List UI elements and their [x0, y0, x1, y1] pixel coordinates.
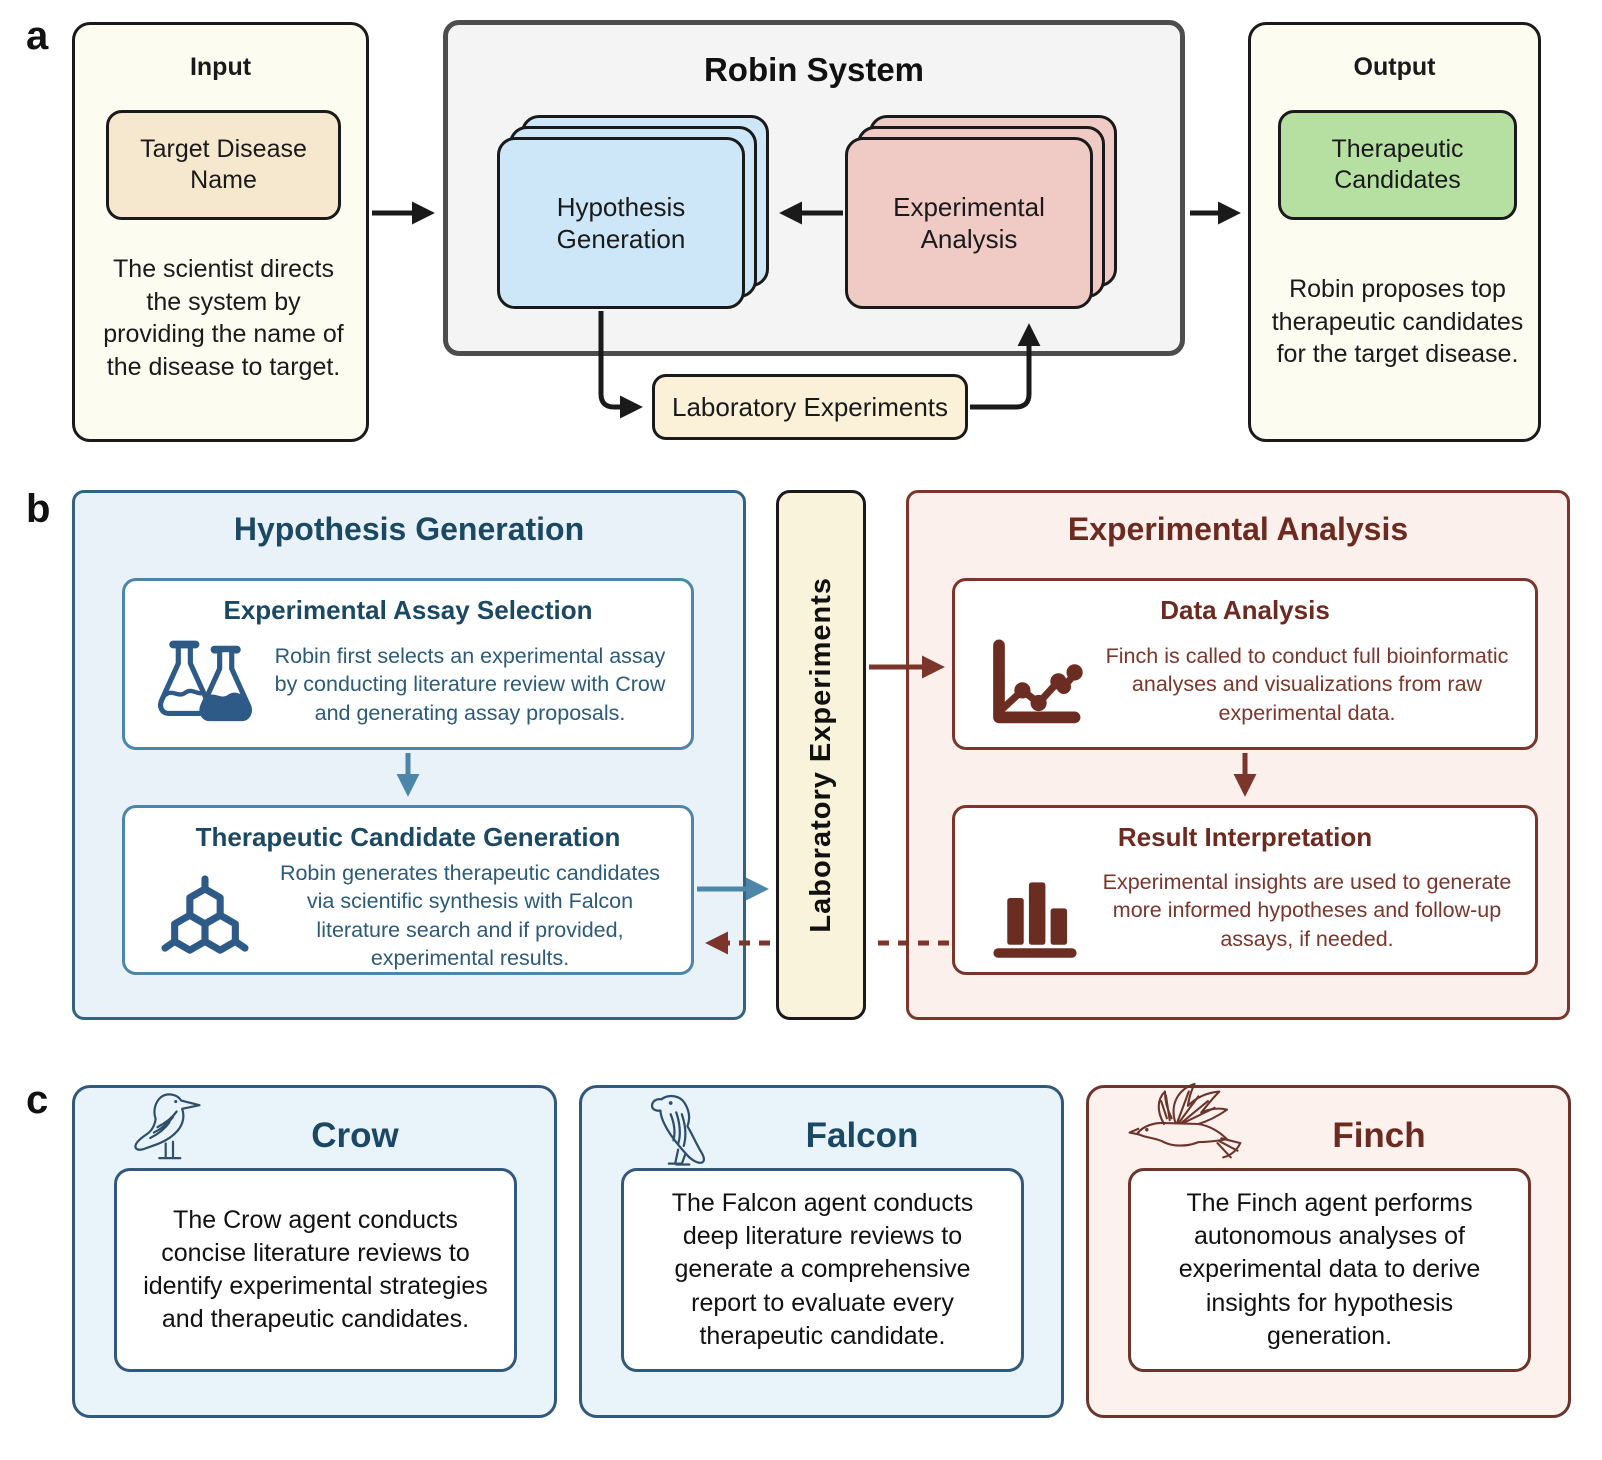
molecule-icon [143, 873, 267, 959]
panel-b-label: b [26, 487, 51, 531]
experimental-analysis-title: Experimental Analysis [1067, 511, 1409, 547]
result-interpretation-step: Result Interpretation Experimental insig… [952, 805, 1538, 975]
panel-a-label: a [26, 14, 49, 58]
crow-agent-text: The Crow agent conducts concise literatu… [143, 1205, 488, 1334]
falcon-agent-title: Falcon [805, 1116, 919, 1155]
panel-c-label: c [26, 1078, 49, 1122]
output-box: Output Therapeutic Candidates Robin prop… [1248, 22, 1541, 442]
data-analysis-title: Data Analysis [1160, 595, 1330, 625]
result-interpretation-text: Experimental insights are used to genera… [1102, 869, 1512, 951]
flasks-icon [143, 637, 267, 733]
input-box: Input Target Disease Name The scientist … [72, 22, 369, 442]
finch-agent-title: Finch [1332, 1116, 1426, 1155]
candidate-generation-step: Therapeutic Candidate Generation Robin g… [122, 805, 694, 975]
candidate-generation-text: Robin generates therapeutic candidates v… [279, 861, 661, 971]
candidate-generation-title: Therapeutic Candidate Generation [195, 822, 621, 852]
finch-agent-card: The Finch agent performs autonomous anal… [1128, 1168, 1531, 1372]
laboratory-experiments-bar-label: Laboratory Experiments [804, 577, 837, 933]
laboratory-experiments-label: Laboratory Experiments [671, 391, 949, 422]
result-interpretation-title: Result Interpretation [1117, 822, 1373, 852]
therapeutic-candidates-chip: Therapeutic Candidates [1278, 110, 1517, 220]
output-description: Robin proposes top therapeutic candidate… [1271, 275, 1524, 368]
input-title: Input [189, 53, 252, 81]
finch-agent-text: The Finch agent performs autonomous anal… [1178, 1188, 1481, 1350]
crow-icon [127, 1086, 219, 1170]
falcon-agent-text: The Falcon agent conducts deep literatur… [671, 1188, 974, 1350]
falcon-agent-card: The Falcon agent conducts deep literatur… [621, 1168, 1024, 1372]
assay-selection-text: Robin first selects an experimental assa… [274, 643, 666, 725]
laboratory-experiments-box: Laboratory Experiments [652, 374, 968, 440]
input-description: The scientist directs the system by prov… [103, 255, 344, 381]
hypothesis-card-label: Hypothesis Generation [556, 191, 686, 255]
target-disease-chip: Target Disease Name [106, 110, 341, 220]
bar-chart-icon [973, 863, 1097, 959]
data-analysis-step: Data Analysis Finch is called to conduct… [952, 578, 1538, 750]
hypothesis-generation-title: Hypothesis Generation [233, 511, 585, 547]
assay-selection-title: Experimental Assay Selection [223, 595, 593, 625]
robin-system-title: Robin System [703, 51, 925, 88]
output-title: Output [1353, 53, 1436, 81]
line-chart-icon [973, 638, 1097, 732]
crow-agent-card: The Crow agent conducts concise literatu… [114, 1168, 517, 1372]
data-analysis-text: Finch is called to conduct full bioinfor… [1105, 643, 1509, 725]
crow-agent-title: Crow [311, 1116, 399, 1155]
laboratory-experiments-bar: Laboratory Experiments [776, 490, 866, 1020]
hypothesis-card: Hypothesis Generation [497, 137, 745, 309]
falcon-icon [632, 1090, 728, 1172]
assay-selection-step: Experimental Assay Selection Robin first… [122, 578, 694, 750]
finch-icon [1122, 1080, 1248, 1168]
analysis-card: Experimental Analysis [845, 137, 1093, 309]
analysis-card-label: Experimental Analysis [893, 191, 1045, 255]
